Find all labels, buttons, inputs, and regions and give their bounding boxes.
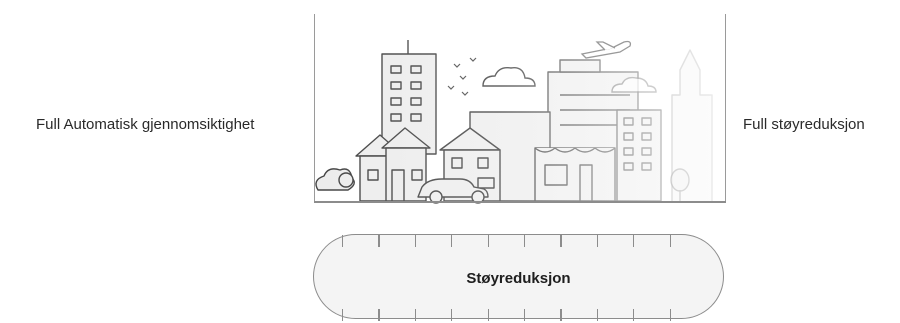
slider-tick-top <box>670 235 671 247</box>
slider-tick-bottom <box>560 309 561 321</box>
slider-tick-top <box>560 235 561 247</box>
slider-tick-top <box>597 235 598 247</box>
city-illustration <box>0 0 900 210</box>
slider-tick-bottom <box>342 309 343 321</box>
slider-tick-top <box>378 235 379 247</box>
slider-tick-top <box>451 235 452 247</box>
slider-tick-bottom <box>670 309 671 321</box>
slider-tick-bottom <box>378 309 379 321</box>
slider-tick-bottom <box>451 309 452 321</box>
slider-tick-bottom <box>524 309 525 321</box>
slider-tick-bottom <box>633 309 634 321</box>
birds-icon <box>448 58 476 95</box>
ground-line <box>314 201 726 203</box>
slider-tick-top <box>415 235 416 247</box>
left-house <box>356 128 430 201</box>
slider-tick-bottom <box>597 309 598 321</box>
slider-label: Støyreduksjon <box>313 270 724 287</box>
shop <box>535 148 615 201</box>
slider-tick-top <box>633 235 634 247</box>
bushes-left <box>316 169 354 190</box>
slider-tick-top <box>524 235 525 247</box>
slider-tick-top <box>342 235 343 247</box>
slider-tick-bottom <box>488 309 489 321</box>
slider-tick-bottom <box>415 309 416 321</box>
airplane-icon <box>582 42 630 59</box>
cloud-center <box>483 68 535 86</box>
slider-tick-top <box>488 235 489 247</box>
right-apartment-block <box>617 110 661 201</box>
